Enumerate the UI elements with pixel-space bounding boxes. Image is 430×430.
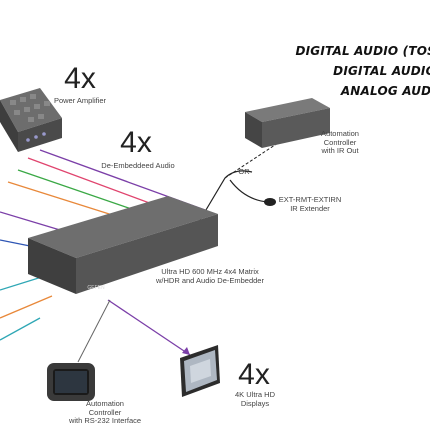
ir-extender-label-line2: IR Extender — [290, 203, 330, 213]
rs232-connection — [77, 299, 111, 363]
display-arrowhead — [182, 347, 190, 355]
ir-extender-label-line1: EXT-RMT-EXTIRN — [278, 195, 342, 204]
audio-count: 4x — [120, 126, 152, 159]
rs232-controller-label-line2: Controller — [88, 407, 122, 417]
ir-controller-label-line1: Automation — [321, 129, 359, 138]
input-line-teal — [0, 275, 46, 291]
input-line-orange — [0, 295, 53, 319]
rs232-controller-label: Automation Controller with RS-232 Interf… — [60, 399, 150, 426]
legend-line-digital: DIGITAL AUDIO — [333, 64, 430, 78]
input-connections — [0, 211, 61, 341]
ir-controller-label: Automation Controller with IR Out — [300, 129, 380, 156]
ir-controller-device — [245, 98, 330, 148]
legend-line-analog: ANALOG AUDI — [340, 84, 430, 98]
display-device — [180, 345, 220, 397]
rs232-controller-label-line3: with RS-232 Interface — [68, 416, 142, 426]
or-label: OR — [238, 167, 250, 176]
ir-controller-label-line3: with IR Out — [321, 146, 359, 156]
amplifier-label: Power Amplifier — [53, 96, 107, 105]
displays-label: 4K Ultra HD Displays — [225, 390, 285, 408]
rs232-controller-label-line1: Automation — [86, 399, 124, 408]
ir-extender-eye — [264, 198, 276, 206]
legend-line-digital-toslink: DIGITAL AUDIO (TOS — [295, 44, 430, 58]
matrix-logo: GEFEN — [87, 285, 105, 291]
ir-controller-label-line2: Controller — [323, 137, 357, 147]
ir-extender-label: EXT-RMT-EXTIRN IR Extender — [270, 195, 350, 213]
matrix-label-line1: Ultra HD 600 MHz 4x4 Matrix — [161, 267, 259, 276]
amplifier-count: 4x — [64, 62, 96, 95]
displays-count: 4x — [238, 358, 270, 391]
audio-label: De-Embeddeed Audio — [101, 161, 175, 170]
input-line-purple — [0, 211, 61, 231]
ir-extender-cable — [229, 179, 269, 203]
display-connection — [107, 299, 191, 356]
input-line-teal-2 — [0, 317, 41, 341]
matrix-label: Ultra HD 600 MHz 4x4 Matrix w/HDR and Au… — [140, 267, 280, 285]
displays-label-line2: Displays — [240, 398, 270, 408]
power-amplifier-device — [0, 88, 62, 152]
matrix-device — [28, 196, 218, 294]
matrix-label-line2: w/HDR and Audio De-Embedder — [156, 275, 264, 285]
displays-label-line1: 4K Ultra HD — [234, 390, 275, 399]
rs232-controller-device — [47, 363, 95, 401]
ir-cable-dashed — [224, 134, 291, 179]
